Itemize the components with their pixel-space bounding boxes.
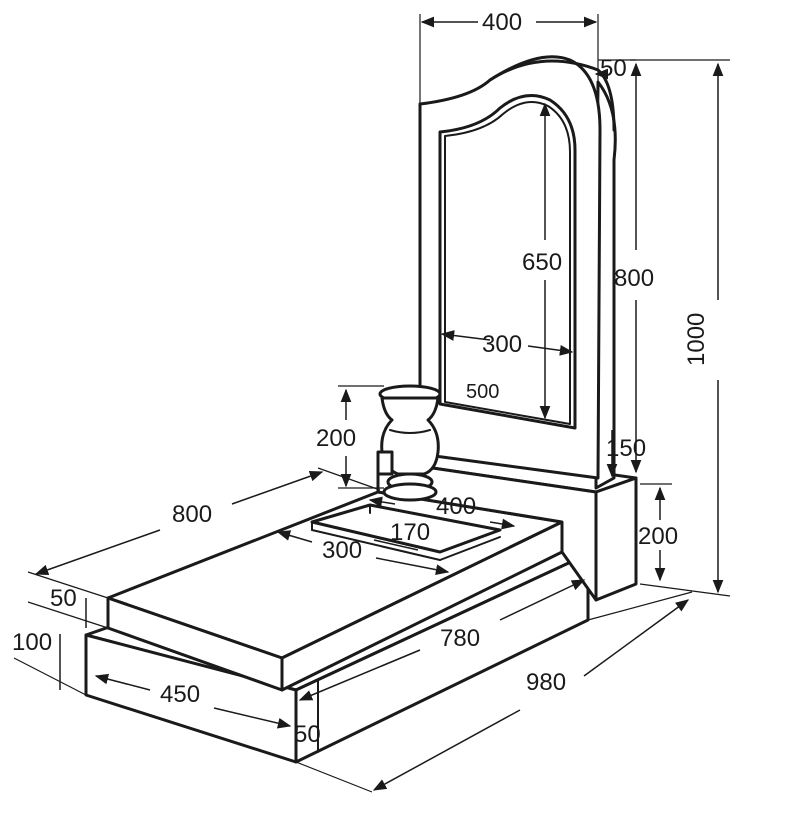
dim-base-width: 450: [160, 681, 200, 708]
dim-flowerbed-depth: 170: [390, 519, 430, 546]
dim-base-step: 50: [294, 721, 321, 748]
dimension-lines: [13, 14, 731, 793]
dim-stele-gap: 150: [606, 435, 646, 462]
dim-frame-base: 500: [466, 381, 499, 403]
stele: [418, 55, 617, 490]
dim-frame-height: 650: [522, 249, 562, 276]
dim-stele-width: 400: [482, 9, 522, 36]
dim-frame-width: 300: [482, 331, 522, 358]
pedestal: [376, 448, 638, 602]
dim-pedestal-height: 200: [638, 523, 678, 550]
dim-flowerbed-width: 400: [436, 493, 476, 520]
dim-stele-thickness: 50: [600, 55, 627, 82]
flowerbed: [310, 503, 502, 561]
dim-base-length: 980: [526, 669, 566, 696]
dim-base-thickness: 100: [12, 629, 52, 656]
dim-stele-height: 800: [614, 265, 654, 292]
dim-flowerbed-length: 300: [322, 537, 362, 564]
dimension-labels: 400 50 1000 800 650 300 500 150 200 200 …: [12, 9, 710, 748]
dim-stele-total-height: 1000: [683, 313, 710, 366]
vase: [376, 384, 442, 502]
dim-vase-height: 200: [316, 425, 356, 452]
dim-slab-length: 780: [440, 625, 480, 652]
dim-slab-width: 800: [172, 501, 212, 528]
dim-slab-thickness: 50: [50, 585, 77, 612]
